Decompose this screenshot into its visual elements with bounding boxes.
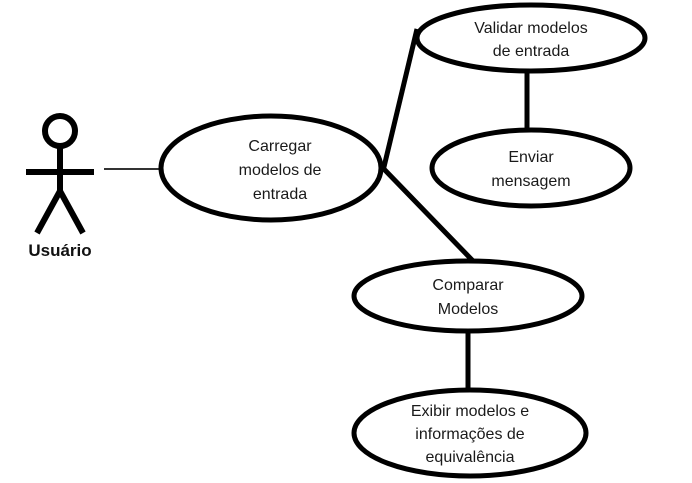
actor-left-leg-icon (34, 189, 63, 235)
use-case-validar[interactable]: Validar modelos de entrada (414, 2, 648, 74)
use-case-ellipse-comparar[interactable] (351, 258, 585, 334)
association-carregar-comparar[interactable] (379, 164, 476, 264)
use-case-ellipse-carregar[interactable] (158, 113, 384, 223)
use-case-label-enviar-line2: mensagem (491, 173, 570, 190)
use-case-label-carregar-line1: Carregar (248, 138, 312, 155)
use-case-label-enviar-line1: Enviar (508, 149, 554, 166)
actor-head-icon (42, 113, 78, 149)
association-carregar-validar[interactable] (380, 28, 420, 172)
use-case-label-comparar-line1: Comparar (432, 277, 504, 294)
use-case-ellipse-enviar[interactable] (429, 127, 633, 209)
use-case-label-validar-line1: Validar modelos (474, 20, 588, 37)
association-lines (104, 28, 530, 390)
use-case-label-comparar-line2: Modelos (438, 301, 498, 318)
use-case-label-validar-line2: de entrada (493, 43, 570, 60)
use-case-label-exibir-line2: informações de (415, 426, 524, 443)
use-case-carregar[interactable]: Carregar modelos de entrada (158, 113, 384, 223)
use-case-label-exibir-line1: Exibir modelos e (411, 403, 529, 420)
use-case-enviar[interactable]: Enviar mensagem (429, 127, 633, 209)
actor-usuario[interactable]: Usuário (26, 113, 94, 260)
use-case-ellipse-validar[interactable] (414, 2, 648, 74)
use-case-comparar[interactable]: Comparar Modelos (351, 258, 585, 334)
actor-label-usuario: Usuário (28, 241, 91, 260)
use-case-ellipse-exibir[interactable] (351, 387, 589, 479)
use-case-exibir[interactable]: Exibir modelos e informações de equivalê… (351, 387, 589, 479)
use-case-label-carregar-line2: modelos de (239, 162, 322, 179)
actor-right-leg-icon (57, 189, 86, 235)
use-case-label-exibir-line3: equivalência (426, 449, 515, 466)
use-case-label-carregar-line3: entrada (253, 186, 307, 203)
